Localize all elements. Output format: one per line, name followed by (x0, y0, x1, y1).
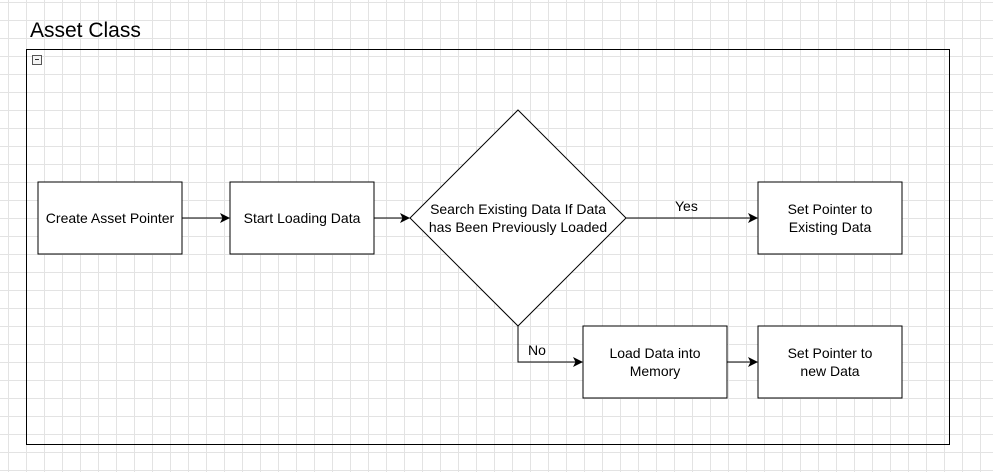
node-create-pointer[interactable] (37, 181, 183, 255)
node-set-new[interactable] (757, 325, 903, 399)
group-title: Asset Class (30, 19, 141, 42)
node-start-loading[interactable] (229, 181, 375, 255)
node-load-memory-label: Load Data into Memory (609, 345, 701, 379)
node-search-existing-label: Search Existing Data If Data has Been Pr… (428, 201, 608, 235)
collapse-icon[interactable] (32, 55, 42, 65)
edge-no[interactable] (517, 326, 583, 367)
asset-class-container[interactable] (26, 49, 950, 445)
node-start-loading-label: Start Loading Data (243, 210, 361, 226)
edge-yes-label: Yes (675, 198, 698, 214)
node-load-memory[interactable] (582, 325, 728, 399)
node-set-new-label: Set Pointer to new Data (787, 345, 873, 379)
node-create-pointer-label: Create Asset Pointer (45, 210, 175, 226)
node-set-existing[interactable] (757, 181, 903, 255)
node-set-existing-label: Set Pointer to Existing Data (787, 201, 873, 235)
edge-no-label: No (528, 342, 546, 358)
